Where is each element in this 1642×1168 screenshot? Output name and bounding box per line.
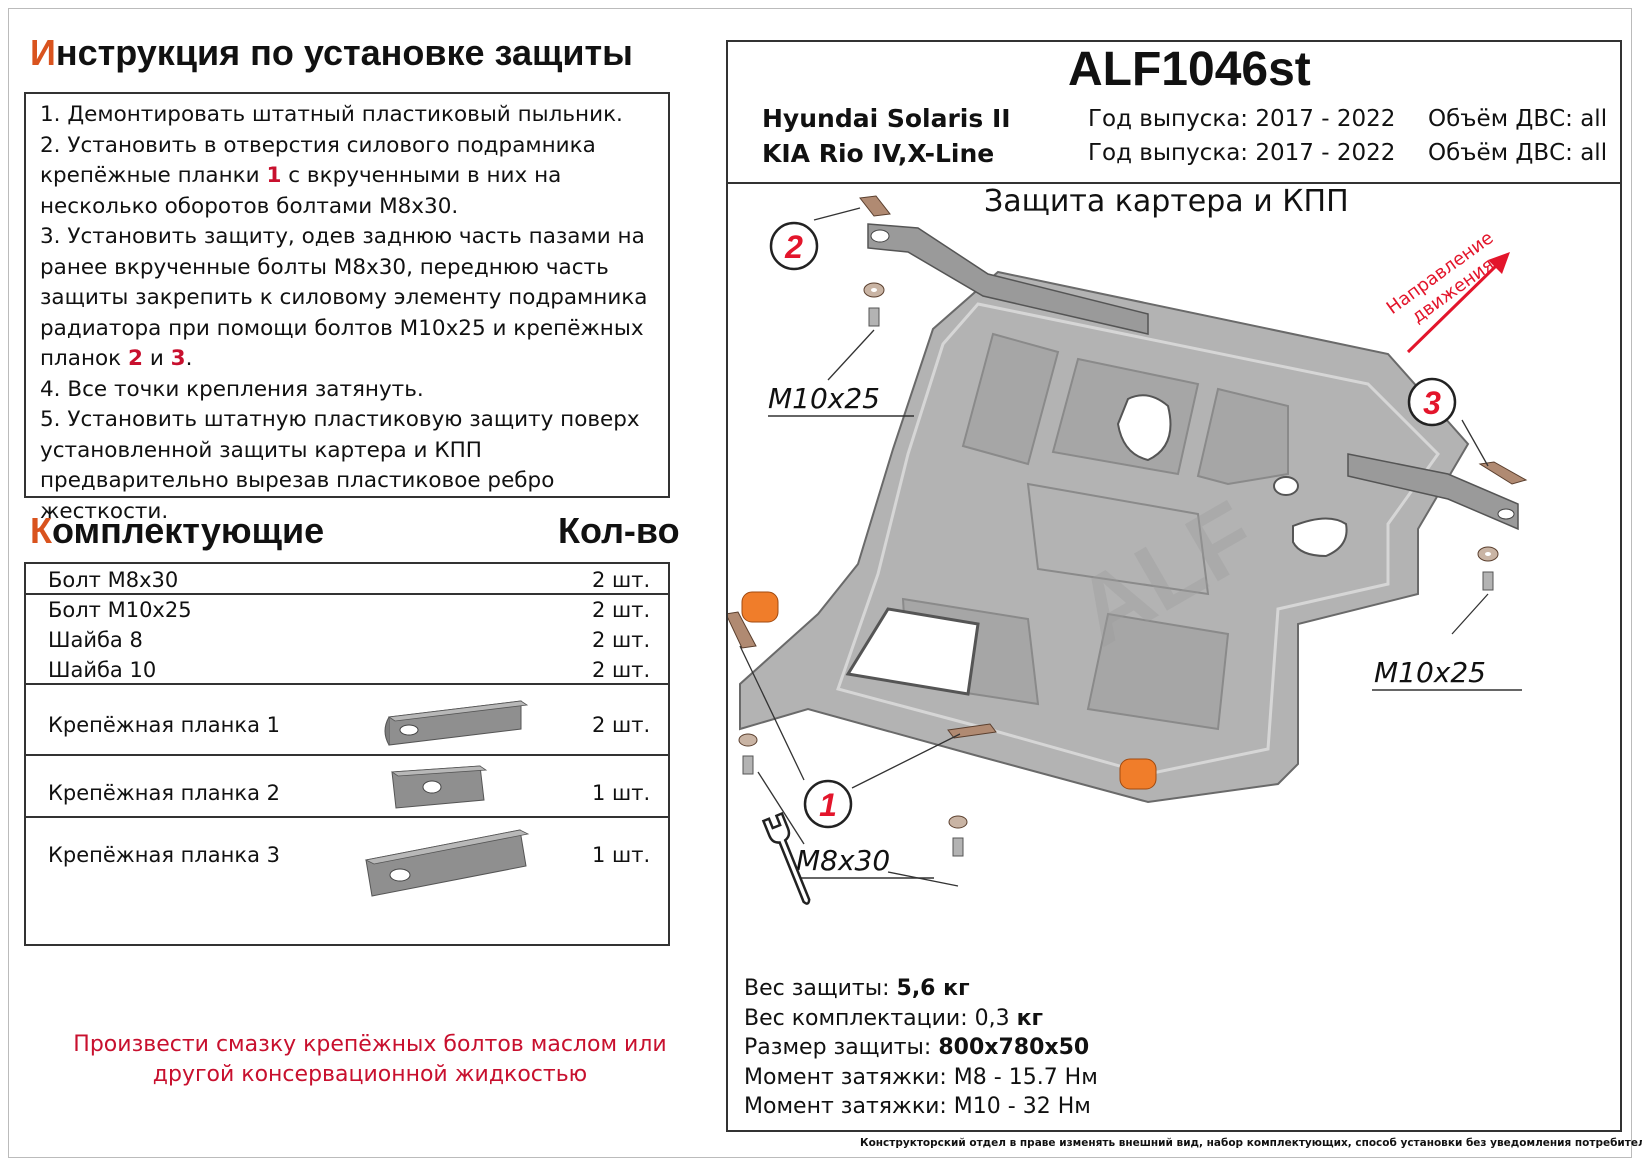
step-2: 2. Установить в отверстия силового подра… [40,132,596,219]
part-name: Шайба 10 [48,658,157,682]
part-qty: 2 шт. [592,628,651,652]
spec-torque-m8: Момент затяжки: М8 - 15.7 Нм [744,1064,1098,1090]
production-years-2: Год выпуска: 2017 - 2022 [1088,140,1396,166]
lubrication-note: Произвести смазку крепёжных болтов масло… [73,1032,667,1087]
table-row: Шайба 8 2 шт. [26,625,668,655]
part-qty: 1 шт. [592,781,651,805]
table-row: Крепёжная планка 2 1 шт. [26,756,668,818]
quantity-header: Кол-во [558,510,680,551]
part-name: Болт М8х30 [48,568,179,592]
spec-kit-weight: Вес комплектации: 0,3 кг [744,1005,1044,1031]
callout-1: 1 [803,779,853,829]
step-1: 1. Демонтировать штатный пластиковый пыл… [40,102,623,127]
car-model-2: KIA Rio IV,X-Line [762,139,995,168]
part-name: Болт М10х25 [48,598,192,622]
svg-text:1: 1 [819,787,837,823]
part-qty: 2 шт. [592,568,651,592]
product-panel [726,40,1622,1132]
part-qty: 2 шт. [592,658,651,682]
callout-2: 2 [769,221,819,271]
bolt-m8-right [948,815,968,857]
part-qty: 2 шт. [592,598,651,622]
direction-arrow-icon [1406,252,1510,354]
components-title: Комплектующие [30,510,325,551]
part-qty: 2 шт. [592,713,651,737]
engine-volume-1: Объём ДВС: all [1428,106,1608,132]
bolt-m8-left [738,733,758,775]
leader-lines [739,207,1489,887]
bracket-1-mount-left [728,611,757,649]
bolt-m10-right [1477,546,1499,591]
table-row: Болт М10х25 2 шт. [26,595,668,625]
table-row: Крепёжная планка 3 1 шт. [26,818,668,944]
table-row: Крепёжная планка 1 2 шт. [26,685,668,756]
car-model-1: Hyundai Solaris II [762,104,1011,133]
bracket-2-mount [859,195,891,217]
spec-torque-m10: Момент затяжки: М10 - 32 Нм [744,1094,1091,1119]
engine-volume-2: Объём ДВС: all [1428,140,1608,166]
instructions-box: 1. Демонтировать штатный пластиковый пыл… [24,92,670,524]
step-4: 4. Все точки крепления затянуть. [40,376,424,402]
bracket-3-mount [1478,461,1528,485]
svg-text:3: 3 [1423,385,1441,421]
spec-size: Размер защиты: 800x780x50 [744,1035,1090,1060]
part-qty: 1 шт. [592,843,651,867]
part-name: Крепёжная планка 3 [48,843,280,867]
specifications: Вес защиты: 5,6 кг Вес комплектации: 0,3… [744,974,1098,1122]
components-table: Болт М8х30 2 шт. Болт М10х25 2 шт. Шайба… [24,562,670,946]
wrench-icon [761,811,811,905]
m10-left-label: M10x25 [768,382,880,415]
product-code: ALF1046st [1068,43,1311,96]
step-3: 3. Установить защиту, одев заднюю часть … [40,224,648,371]
bracket-2-image [390,765,488,809]
production-years-1: Год выпуска: 2017 - 2022 [1088,106,1396,132]
part-name: Крепёжная планка 1 [48,713,280,737]
table-row: Болт М8х30 2 шт. [26,564,668,595]
instructions-title: Инструкция по установке защиты [30,32,633,73]
svg-text:2: 2 [784,229,803,265]
part-name: Крепёжная планка 2 [48,781,280,805]
direction-indicator: Направление движения [1383,227,1498,327]
label-underlines [768,415,1522,879]
part-name: Шайба 8 [48,628,143,652]
page-frame [8,8,1632,1158]
disclaimer: Конструкторский отдел в праве изменять в… [860,1137,1642,1149]
bracket-3-image [364,829,530,897]
step-5: 5. Установить штатную пластиковую защиту… [40,407,640,524]
bolt-m10-left [863,282,885,327]
header-divider [726,182,1622,184]
skid-plate [739,223,1519,804]
spec-weight: Вес защиты: 5,6 кг [744,976,970,1001]
table-row: Шайба 10 2 шт. [26,655,668,685]
drawing-title: Защита картера и КПП [984,184,1349,219]
callout-3: 3 [1407,377,1457,427]
bracket-1-image [384,700,529,746]
installation-drawing: 2 3 1 M10x25 M10x25 M8x30 Направление дв… [728,195,1528,905]
m8-label: M8x30 [796,844,890,877]
m10-right-label: M10x25 [1374,656,1486,689]
